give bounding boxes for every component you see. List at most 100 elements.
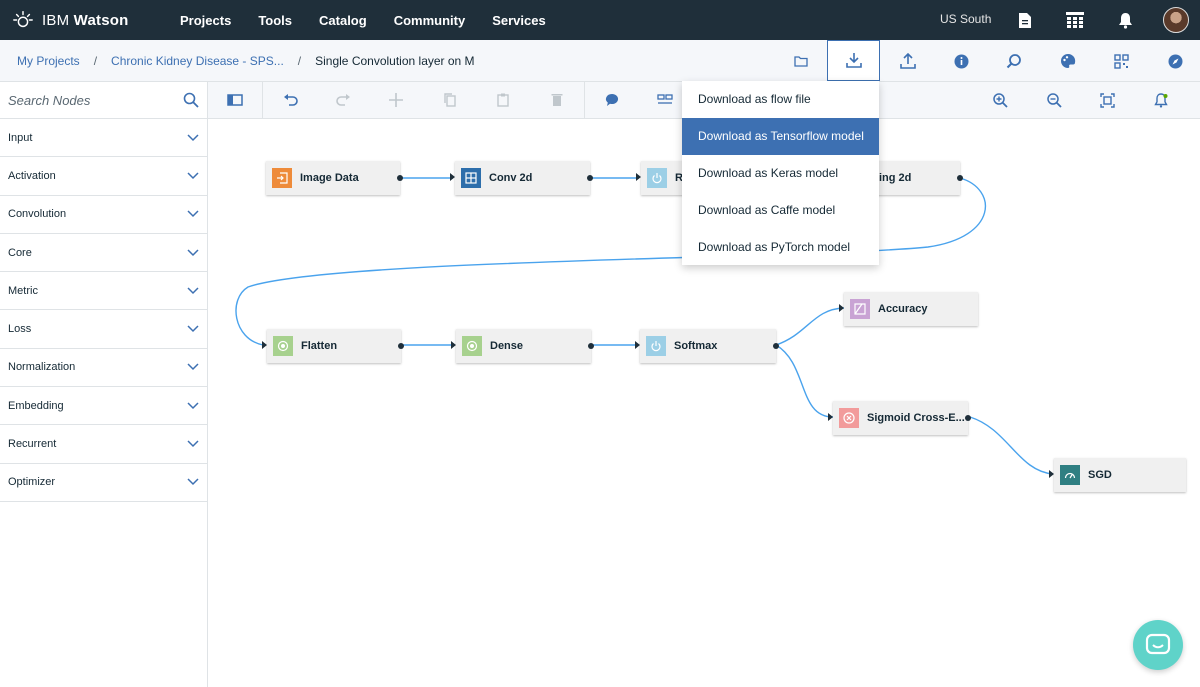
category-label: Convolution bbox=[8, 208, 67, 221]
output-port[interactable] bbox=[397, 175, 403, 181]
output-port[interactable] bbox=[398, 343, 404, 349]
category-optimizer[interactable]: Optimizer bbox=[0, 464, 207, 502]
input-port[interactable] bbox=[636, 173, 641, 181]
cut-icon[interactable] bbox=[387, 91, 405, 109]
node-label: Softmax bbox=[674, 340, 718, 352]
node-sigmoid-cross-entropy[interactable]: Sigmoid Cross-E... bbox=[828, 401, 971, 435]
output-port[interactable] bbox=[588, 343, 594, 349]
dot-circle-icon bbox=[462, 336, 482, 356]
zoom-out-icon[interactable] bbox=[1045, 91, 1063, 109]
redo-icon[interactable] bbox=[334, 91, 352, 109]
palette-icon[interactable] bbox=[1058, 51, 1078, 71]
search-icon[interactable] bbox=[183, 92, 199, 108]
dot-circle-icon bbox=[273, 336, 293, 356]
input-port[interactable] bbox=[262, 341, 267, 349]
zoom-search-icon[interactable] bbox=[1004, 51, 1024, 71]
node-flatten[interactable]: Flatten bbox=[262, 329, 404, 363]
category-label: Recurrent bbox=[8, 438, 57, 451]
category-label: Core bbox=[8, 246, 32, 259]
nav-projects[interactable]: Projects bbox=[180, 12, 232, 28]
notifications-icon[interactable] bbox=[1152, 91, 1170, 109]
copy-icon[interactable] bbox=[441, 91, 459, 109]
node-sgd[interactable]: SGD bbox=[1049, 458, 1186, 492]
x-circle-icon bbox=[839, 408, 859, 428]
download-pytorch-model[interactable]: Download as PyTorch model bbox=[698, 239, 851, 254]
breadcrumb-separator: / bbox=[93, 54, 98, 68]
download-tensorflow-model[interactable]: Download as Tensorflow model bbox=[682, 117, 879, 155]
nav-tools[interactable]: Tools bbox=[258, 12, 293, 28]
category-activation[interactable]: Activation bbox=[0, 157, 207, 196]
input-port[interactable] bbox=[839, 304, 844, 312]
download-icon bbox=[846, 53, 862, 68]
arrange-icon[interactable] bbox=[656, 91, 674, 109]
node-softmax[interactable]: Softmax bbox=[635, 329, 779, 363]
category-recurrent[interactable]: Recurrent bbox=[0, 425, 207, 464]
category-normalization[interactable]: Normalization bbox=[0, 349, 207, 388]
output-port[interactable] bbox=[957, 175, 963, 181]
category-label: Embedding bbox=[8, 399, 64, 412]
chat-button[interactable] bbox=[1133, 620, 1183, 670]
watson-logo-icon bbox=[13, 11, 33, 28]
folder-icon[interactable] bbox=[791, 51, 811, 71]
power-icon bbox=[646, 336, 666, 356]
node-label: Flatten bbox=[301, 340, 338, 352]
breadcrumb-my-projects[interactable]: My Projects bbox=[17, 54, 80, 68]
category-label: Metric bbox=[8, 284, 38, 297]
category-convolution[interactable]: Convolution bbox=[0, 196, 207, 234]
node-label: Dense bbox=[490, 340, 524, 352]
input-port[interactable] bbox=[450, 173, 455, 181]
brand[interactable]: IBM Watson bbox=[0, 9, 170, 31]
category-embedding[interactable]: Embedding bbox=[0, 387, 207, 426]
category-core[interactable]: Core bbox=[0, 234, 207, 273]
zoom-in-icon[interactable] bbox=[991, 91, 1009, 109]
chevron-down-icon bbox=[187, 440, 199, 448]
search-input[interactable]: Search Nodes bbox=[8, 92, 91, 108]
link-softmax-sigmoid bbox=[775, 344, 834, 418]
link-softmax-accuracy bbox=[775, 307, 845, 346]
connection-wires bbox=[235, 177, 1054, 475]
nav-catalog[interactable]: Catalog bbox=[319, 12, 367, 28]
fit-to-screen-icon[interactable] bbox=[1098, 91, 1116, 109]
output-port[interactable] bbox=[587, 175, 593, 181]
category-loss[interactable]: Loss bbox=[0, 310, 207, 349]
category-input[interactable]: Input bbox=[0, 119, 207, 158]
compass-icon[interactable] bbox=[1165, 51, 1185, 71]
output-port[interactable] bbox=[773, 343, 779, 349]
region-selector[interactable]: US South bbox=[940, 12, 992, 26]
breadcrumb-project[interactable]: Chronic Kidney Disease - SPS... bbox=[111, 54, 284, 68]
chevron-down-icon bbox=[187, 287, 199, 294]
palette-toggle-icon[interactable] bbox=[226, 91, 244, 109]
info-icon[interactable] bbox=[951, 51, 971, 71]
document-icon[interactable] bbox=[1015, 10, 1035, 30]
category-metric[interactable]: Metric bbox=[0, 272, 207, 311]
chevron-down-icon bbox=[187, 249, 199, 256]
chevron-down-icon bbox=[187, 134, 199, 141]
upload-icon[interactable] bbox=[898, 51, 918, 71]
delete-icon[interactable] bbox=[548, 91, 566, 109]
input-port[interactable] bbox=[451, 341, 456, 349]
qr-code-icon[interactable] bbox=[1111, 51, 1131, 71]
node-accuracy[interactable]: Accuracy bbox=[839, 292, 978, 326]
paste-icon[interactable] bbox=[494, 91, 512, 109]
undo-icon[interactable] bbox=[281, 91, 299, 109]
node-pooling2d[interactable]: ing 2d bbox=[873, 161, 963, 195]
input-port[interactable] bbox=[1049, 470, 1054, 478]
download-caffe-model[interactable]: Download as Caffe model bbox=[698, 202, 836, 217]
node-conv2d[interactable]: Conv 2d bbox=[450, 161, 593, 195]
input-icon bbox=[272, 168, 292, 188]
node-dense[interactable]: Dense bbox=[451, 329, 594, 363]
download-keras-model[interactable]: Download as Keras model bbox=[698, 165, 839, 180]
user-avatar[interactable] bbox=[1163, 7, 1189, 33]
input-port[interactable] bbox=[828, 413, 833, 421]
output-port[interactable] bbox=[965, 415, 971, 421]
search-nodes[interactable]: Search Nodes bbox=[0, 82, 207, 119]
download-flow-file[interactable]: Download as flow file bbox=[698, 92, 811, 107]
comment-icon[interactable] bbox=[603, 91, 621, 109]
download-button[interactable] bbox=[827, 40, 880, 81]
notification-bell-icon[interactable] bbox=[1115, 10, 1135, 30]
node-image-data[interactable]: Image Data bbox=[266, 161, 403, 195]
nav-community[interactable]: Community bbox=[393, 12, 466, 28]
input-port[interactable] bbox=[635, 341, 640, 349]
nav-services[interactable]: Services bbox=[492, 12, 546, 28]
catalog-grid-icon[interactable] bbox=[1065, 10, 1085, 30]
